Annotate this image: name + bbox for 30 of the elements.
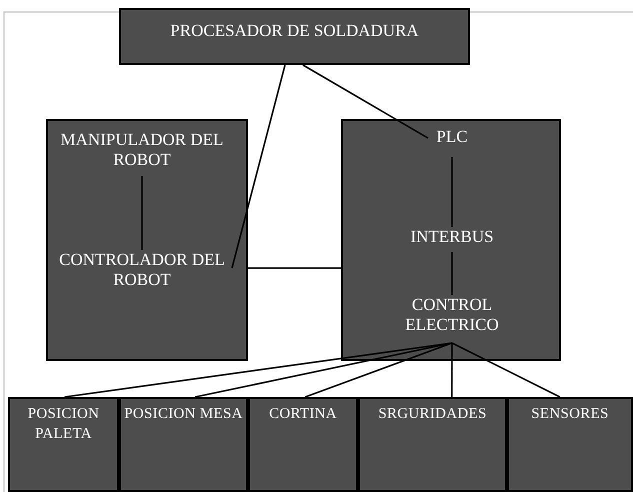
component-label: CORTINA [268, 405, 338, 424]
component-box [119, 8, 470, 65]
connector-line [302, 64, 428, 139]
connector-line [248, 267, 341, 269]
component-label: CONTROL ELECTRICO [387, 295, 517, 343]
connector-line [451, 252, 453, 295]
connector-line [64, 342, 452, 398]
component-label: SRGURIDADES [377, 405, 488, 424]
component-label: CONTROLADOR DEL ROBOT [52, 250, 232, 300]
connector-line [194, 342, 452, 398]
connector-line [141, 176, 143, 250]
connector-line [451, 343, 453, 397]
component-label: POSICION PALETA [26, 405, 100, 444]
component-label: PROCESADOR DE SOLDADURA [169, 20, 420, 42]
connector-line [451, 157, 453, 227]
component-label: MANIPULADOR DEL ROBOT [52, 130, 232, 176]
component-label: PLC [428, 127, 476, 157]
component-box [248, 397, 358, 492]
connector-line [452, 342, 560, 398]
component-box [358, 397, 507, 492]
component-box [507, 397, 633, 492]
component-label: INTERBUS [392, 227, 512, 252]
component-box [119, 397, 248, 492]
component-box [46, 119, 248, 361]
component-box [341, 119, 561, 361]
component-box [8, 397, 119, 492]
component-label: POSICION MESA [123, 405, 244, 424]
connector-line [304, 342, 452, 398]
connector-line [231, 64, 286, 268]
component-label: SENSORES [530, 405, 610, 424]
